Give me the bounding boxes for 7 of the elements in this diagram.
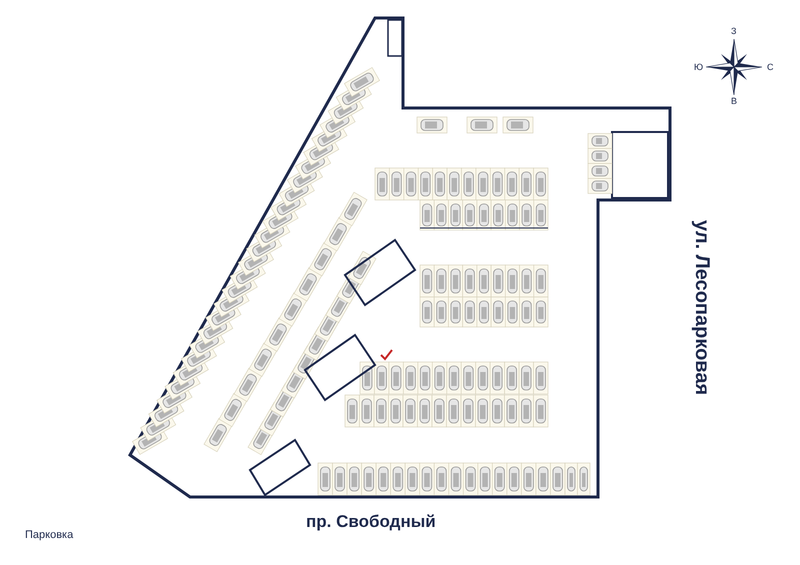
compass-direction-label: З — [731, 27, 736, 36]
compass-direction-label: Ю — [694, 63, 704, 72]
compass-direction-label: В — [731, 97, 738, 106]
plan-caption: Парковка — [25, 530, 74, 541]
compass-direction-label: С — [767, 63, 774, 72]
street-name: пр. Свободный — [306, 513, 436, 530]
street-name: ул. Лесопарковая — [692, 220, 712, 396]
